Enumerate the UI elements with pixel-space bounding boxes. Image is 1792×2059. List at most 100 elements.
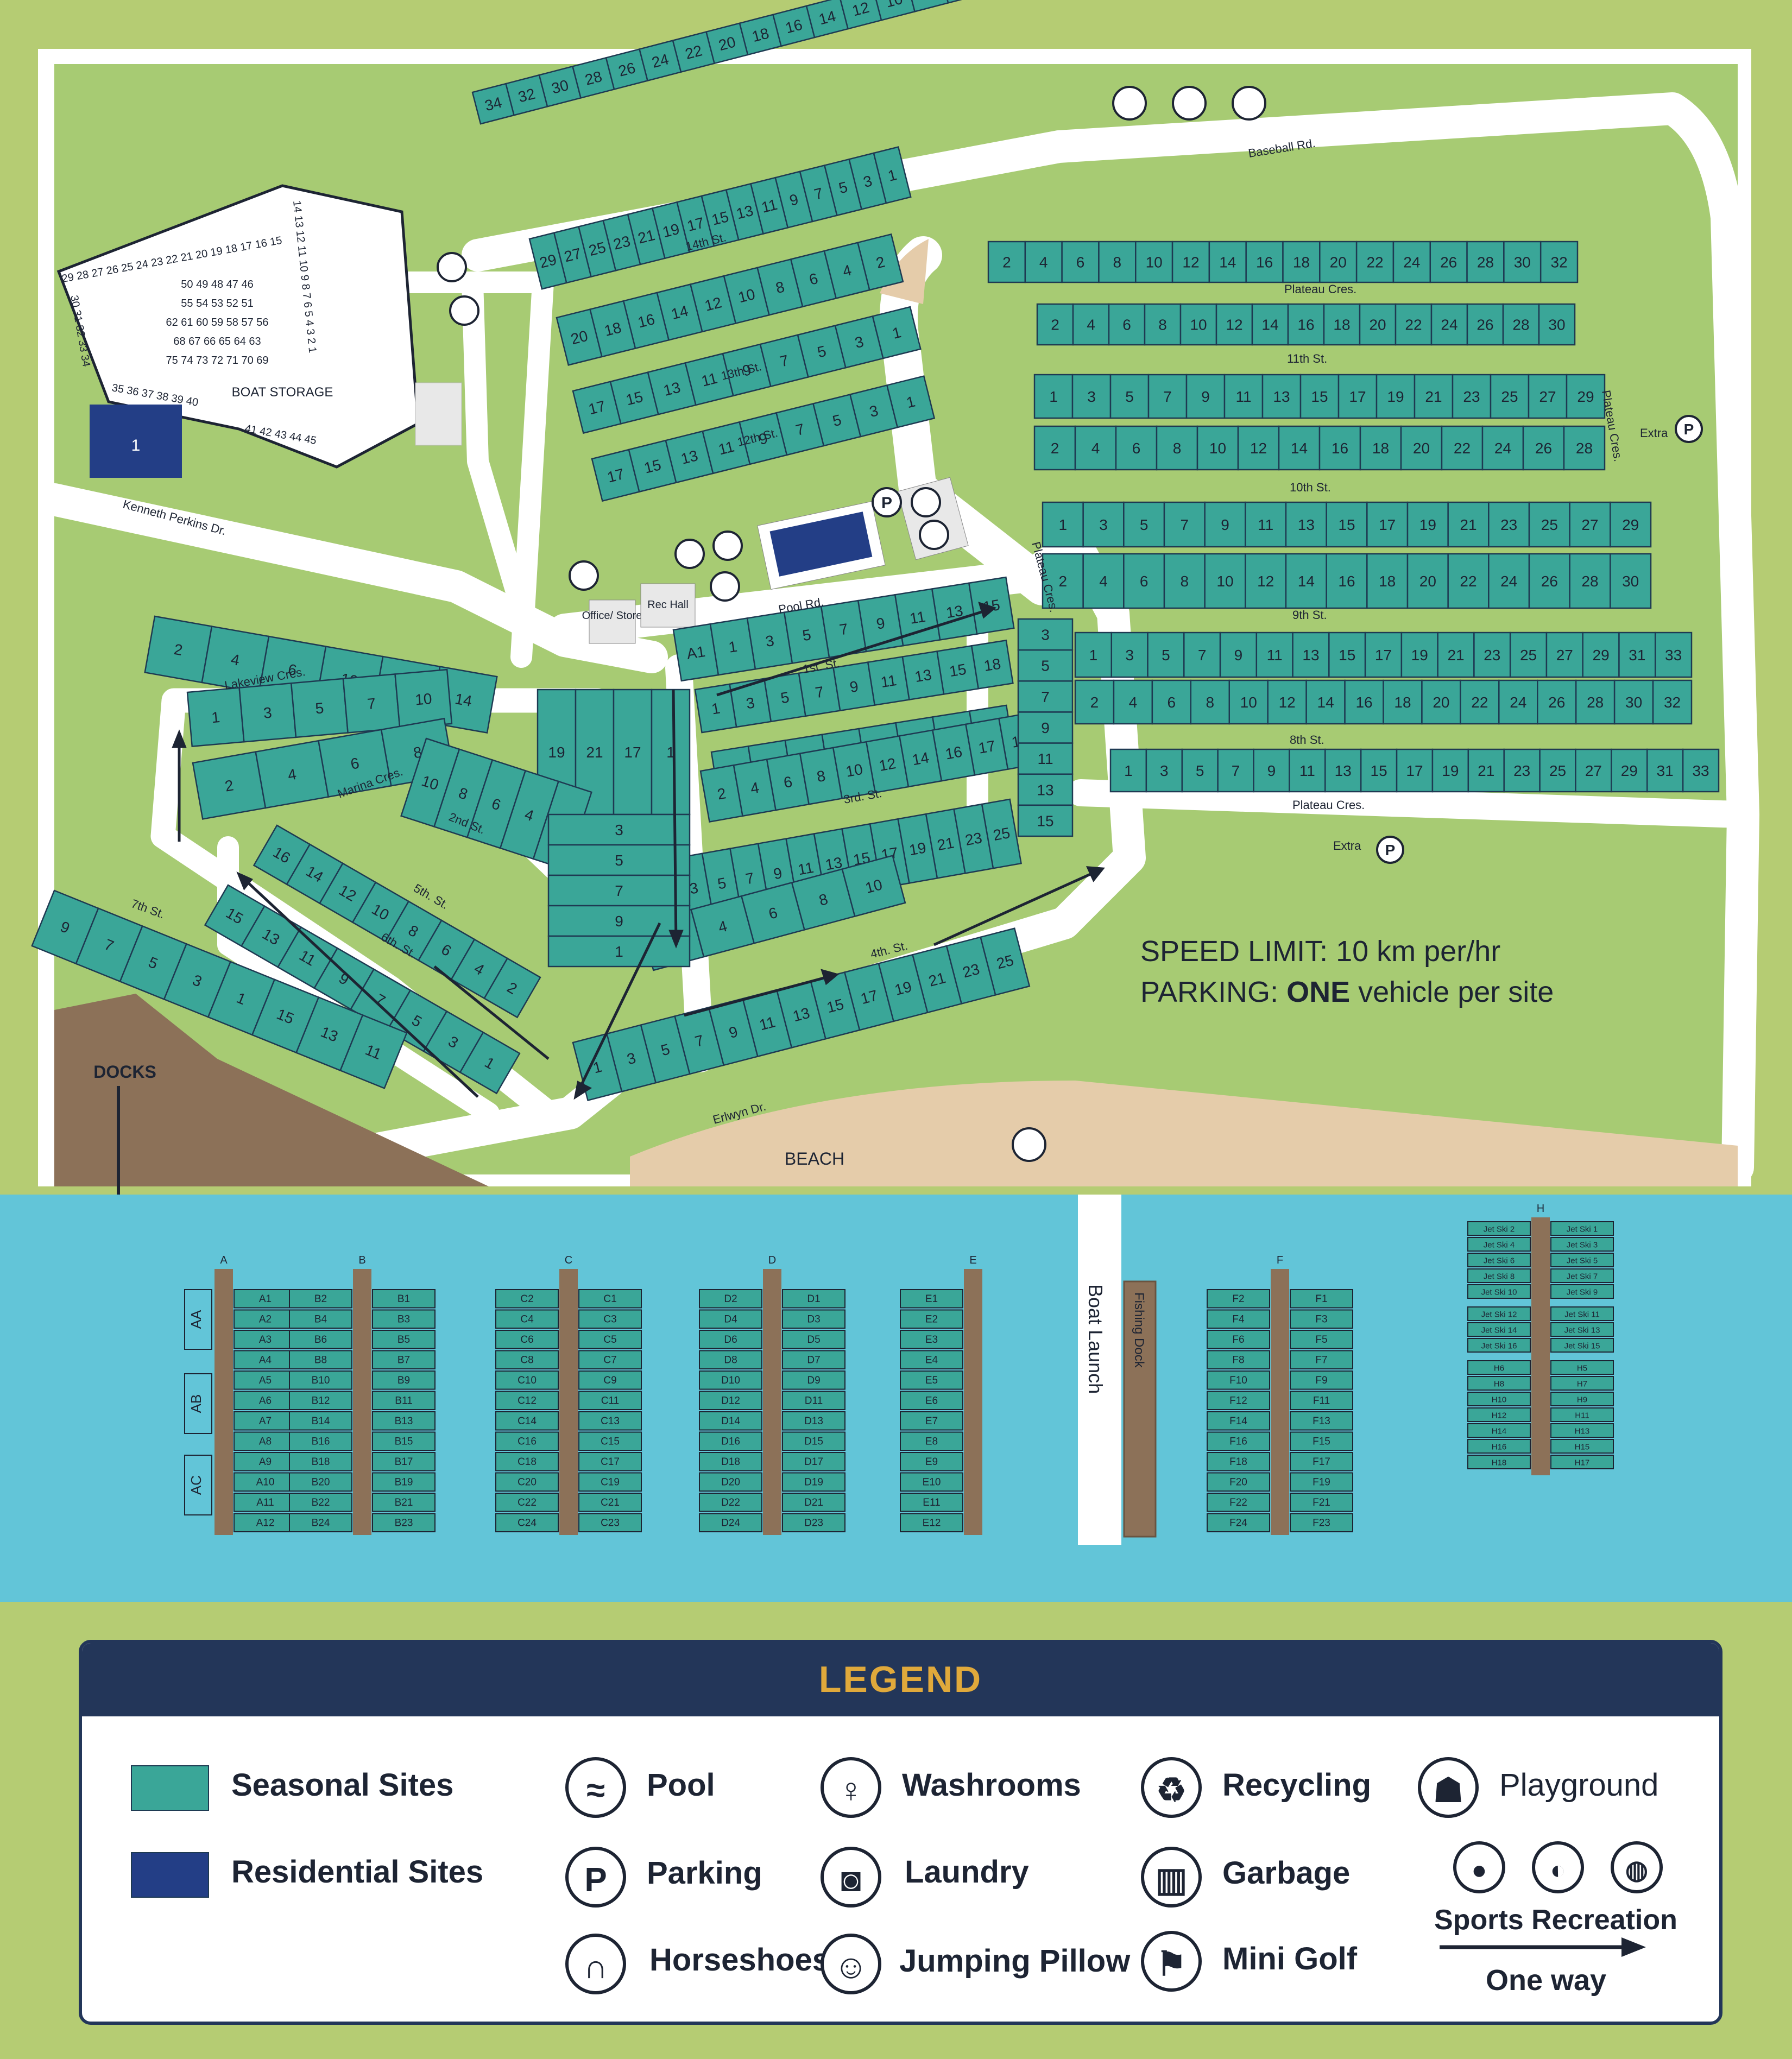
- boat-slip[interactable]: [1290, 1452, 1353, 1471]
- boat-slip[interactable]: [289, 1493, 352, 1512]
- seasonal-site[interactable]: [1421, 679, 1461, 725]
- seasonal-site[interactable]: [1545, 631, 1583, 678]
- seasonal-site[interactable]: [1282, 241, 1321, 283]
- boat-slip[interactable]: [1290, 1472, 1353, 1492]
- seasonal-site[interactable]: [1682, 748, 1720, 793]
- boat-slip[interactable]: [1550, 1376, 1614, 1391]
- seasonal-site[interactable]: [1287, 303, 1325, 346]
- boat-slip[interactable]: [372, 1493, 436, 1512]
- seasonal-site[interactable]: [1618, 631, 1656, 678]
- seasonal-site[interactable]: [1147, 631, 1185, 678]
- parking-icon[interactable]: [872, 487, 902, 517]
- seasonal-site[interactable]: [1267, 679, 1307, 725]
- seasonal-site[interactable]: [1566, 374, 1606, 419]
- garbage-icon[interactable]: [449, 295, 479, 326]
- laundry-icon[interactable]: [911, 487, 941, 517]
- boat-slip[interactable]: [782, 1289, 845, 1309]
- seasonal-site[interactable]: [1569, 553, 1611, 609]
- boat-slip[interactable]: [289, 1411, 352, 1431]
- seasonal-site[interactable]: [1098, 241, 1137, 283]
- boat-slip[interactable]: [372, 1370, 436, 1390]
- boat-slip[interactable]: [1550, 1322, 1614, 1337]
- boat-slip[interactable]: [900, 1493, 963, 1512]
- boat-slip[interactable]: [699, 1330, 762, 1349]
- boat-slip[interactable]: [1467, 1338, 1531, 1353]
- seasonal-site[interactable]: [1392, 241, 1431, 283]
- residential-site-1[interactable]: [90, 405, 182, 478]
- boat-slip[interactable]: [782, 1330, 845, 1349]
- boat-slip[interactable]: [1467, 1360, 1531, 1375]
- seasonal-site[interactable]: [1285, 501, 1327, 548]
- boat-slip[interactable]: [1550, 1268, 1614, 1283]
- boat-slip[interactable]: [699, 1513, 762, 1532]
- boat-slip[interactable]: [1550, 1237, 1614, 1252]
- seasonal-site[interactable]: [1074, 679, 1115, 725]
- boat-slip[interactable]: [1207, 1493, 1270, 1512]
- boat-slip[interactable]: [782, 1452, 845, 1471]
- boat-slip[interactable]: [782, 1493, 845, 1512]
- boat-slip[interactable]: [1207, 1350, 1270, 1369]
- seasonal-site[interactable]: [1400, 425, 1443, 471]
- seasonal-site[interactable]: [1185, 374, 1226, 419]
- boat-slip[interactable]: [289, 1289, 352, 1309]
- seasonal-site[interactable]: [547, 813, 691, 846]
- boat-slip[interactable]: [234, 1391, 297, 1410]
- seasonal-site[interactable]: [1359, 303, 1397, 346]
- boat-slip[interactable]: [1467, 1253, 1531, 1267]
- boat-slip[interactable]: [289, 1350, 352, 1369]
- seasonal-site[interactable]: [970, 639, 1014, 690]
- seasonal-site[interactable]: [1217, 748, 1254, 793]
- seasonal-site[interactable]: [1441, 425, 1484, 471]
- boat-slip[interactable]: [495, 1289, 559, 1309]
- boat-slip[interactable]: [699, 1411, 762, 1431]
- seasonal-site[interactable]: [613, 689, 653, 816]
- boat-slip[interactable]: [578, 1452, 642, 1471]
- boat-slip[interactable]: [1467, 1284, 1531, 1299]
- boat-slip[interactable]: [1290, 1309, 1353, 1329]
- seasonal-site[interactable]: [1261, 374, 1302, 419]
- seasonal-site[interactable]: [459, 1031, 521, 1095]
- boat-slip[interactable]: [1290, 1411, 1353, 1431]
- horseshoes-icon[interactable]: [674, 539, 705, 569]
- boat-slip[interactable]: [1467, 1439, 1531, 1454]
- seasonal-site[interactable]: [1652, 679, 1693, 725]
- boat-slip[interactable]: [495, 1493, 559, 1512]
- boat-slip[interactable]: [782, 1391, 845, 1410]
- boat-slip[interactable]: [372, 1289, 436, 1309]
- boat-slip[interactable]: [1207, 1411, 1270, 1431]
- seasonal-site[interactable]: [1396, 748, 1434, 793]
- seasonal-site[interactable]: [1255, 631, 1293, 678]
- seasonal-site[interactable]: [1072, 303, 1110, 346]
- boat-slip[interactable]: [900, 1391, 963, 1410]
- seasonal-site[interactable]: [1569, 501, 1611, 548]
- boat-slip[interactable]: [289, 1330, 352, 1349]
- boat-slip[interactable]: [1207, 1452, 1270, 1471]
- boat-slip[interactable]: [699, 1391, 762, 1410]
- seasonal-site[interactable]: [1538, 303, 1576, 346]
- boat-slip[interactable]: [699, 1472, 762, 1492]
- seasonal-site[interactable]: [1452, 374, 1492, 419]
- seasonal-site[interactable]: [1466, 241, 1505, 283]
- seasonal-site[interactable]: [1366, 501, 1409, 548]
- seasonal-site[interactable]: [1364, 631, 1403, 678]
- minigolf-icon[interactable]: [712, 530, 743, 561]
- boat-slip[interactable]: [1467, 1221, 1531, 1236]
- soccer-icon[interactable]: [1112, 86, 1147, 121]
- boat-slip[interactable]: [372, 1391, 436, 1410]
- boat-slip[interactable]: [699, 1370, 762, 1390]
- boat-slip[interactable]: [495, 1472, 559, 1492]
- boat-slip[interactable]: [699, 1289, 762, 1309]
- seasonal-site[interactable]: [1017, 804, 1074, 837]
- boat-slip[interactable]: [495, 1431, 559, 1451]
- seasonal-site[interactable]: [1074, 425, 1117, 471]
- seasonal-site[interactable]: [873, 146, 912, 204]
- seasonal-site[interactable]: [980, 927, 1031, 996]
- seasonal-site[interactable]: [1646, 748, 1684, 793]
- boat-slip[interactable]: [289, 1309, 352, 1329]
- boat-slip[interactable]: [782, 1513, 845, 1532]
- boat-slip[interactable]: [1550, 1423, 1614, 1438]
- boat-slip[interactable]: [495, 1391, 559, 1410]
- seasonal-site[interactable]: [981, 798, 1022, 869]
- boat-slip[interactable]: [900, 1330, 963, 1349]
- seasonal-site[interactable]: [1431, 748, 1469, 793]
